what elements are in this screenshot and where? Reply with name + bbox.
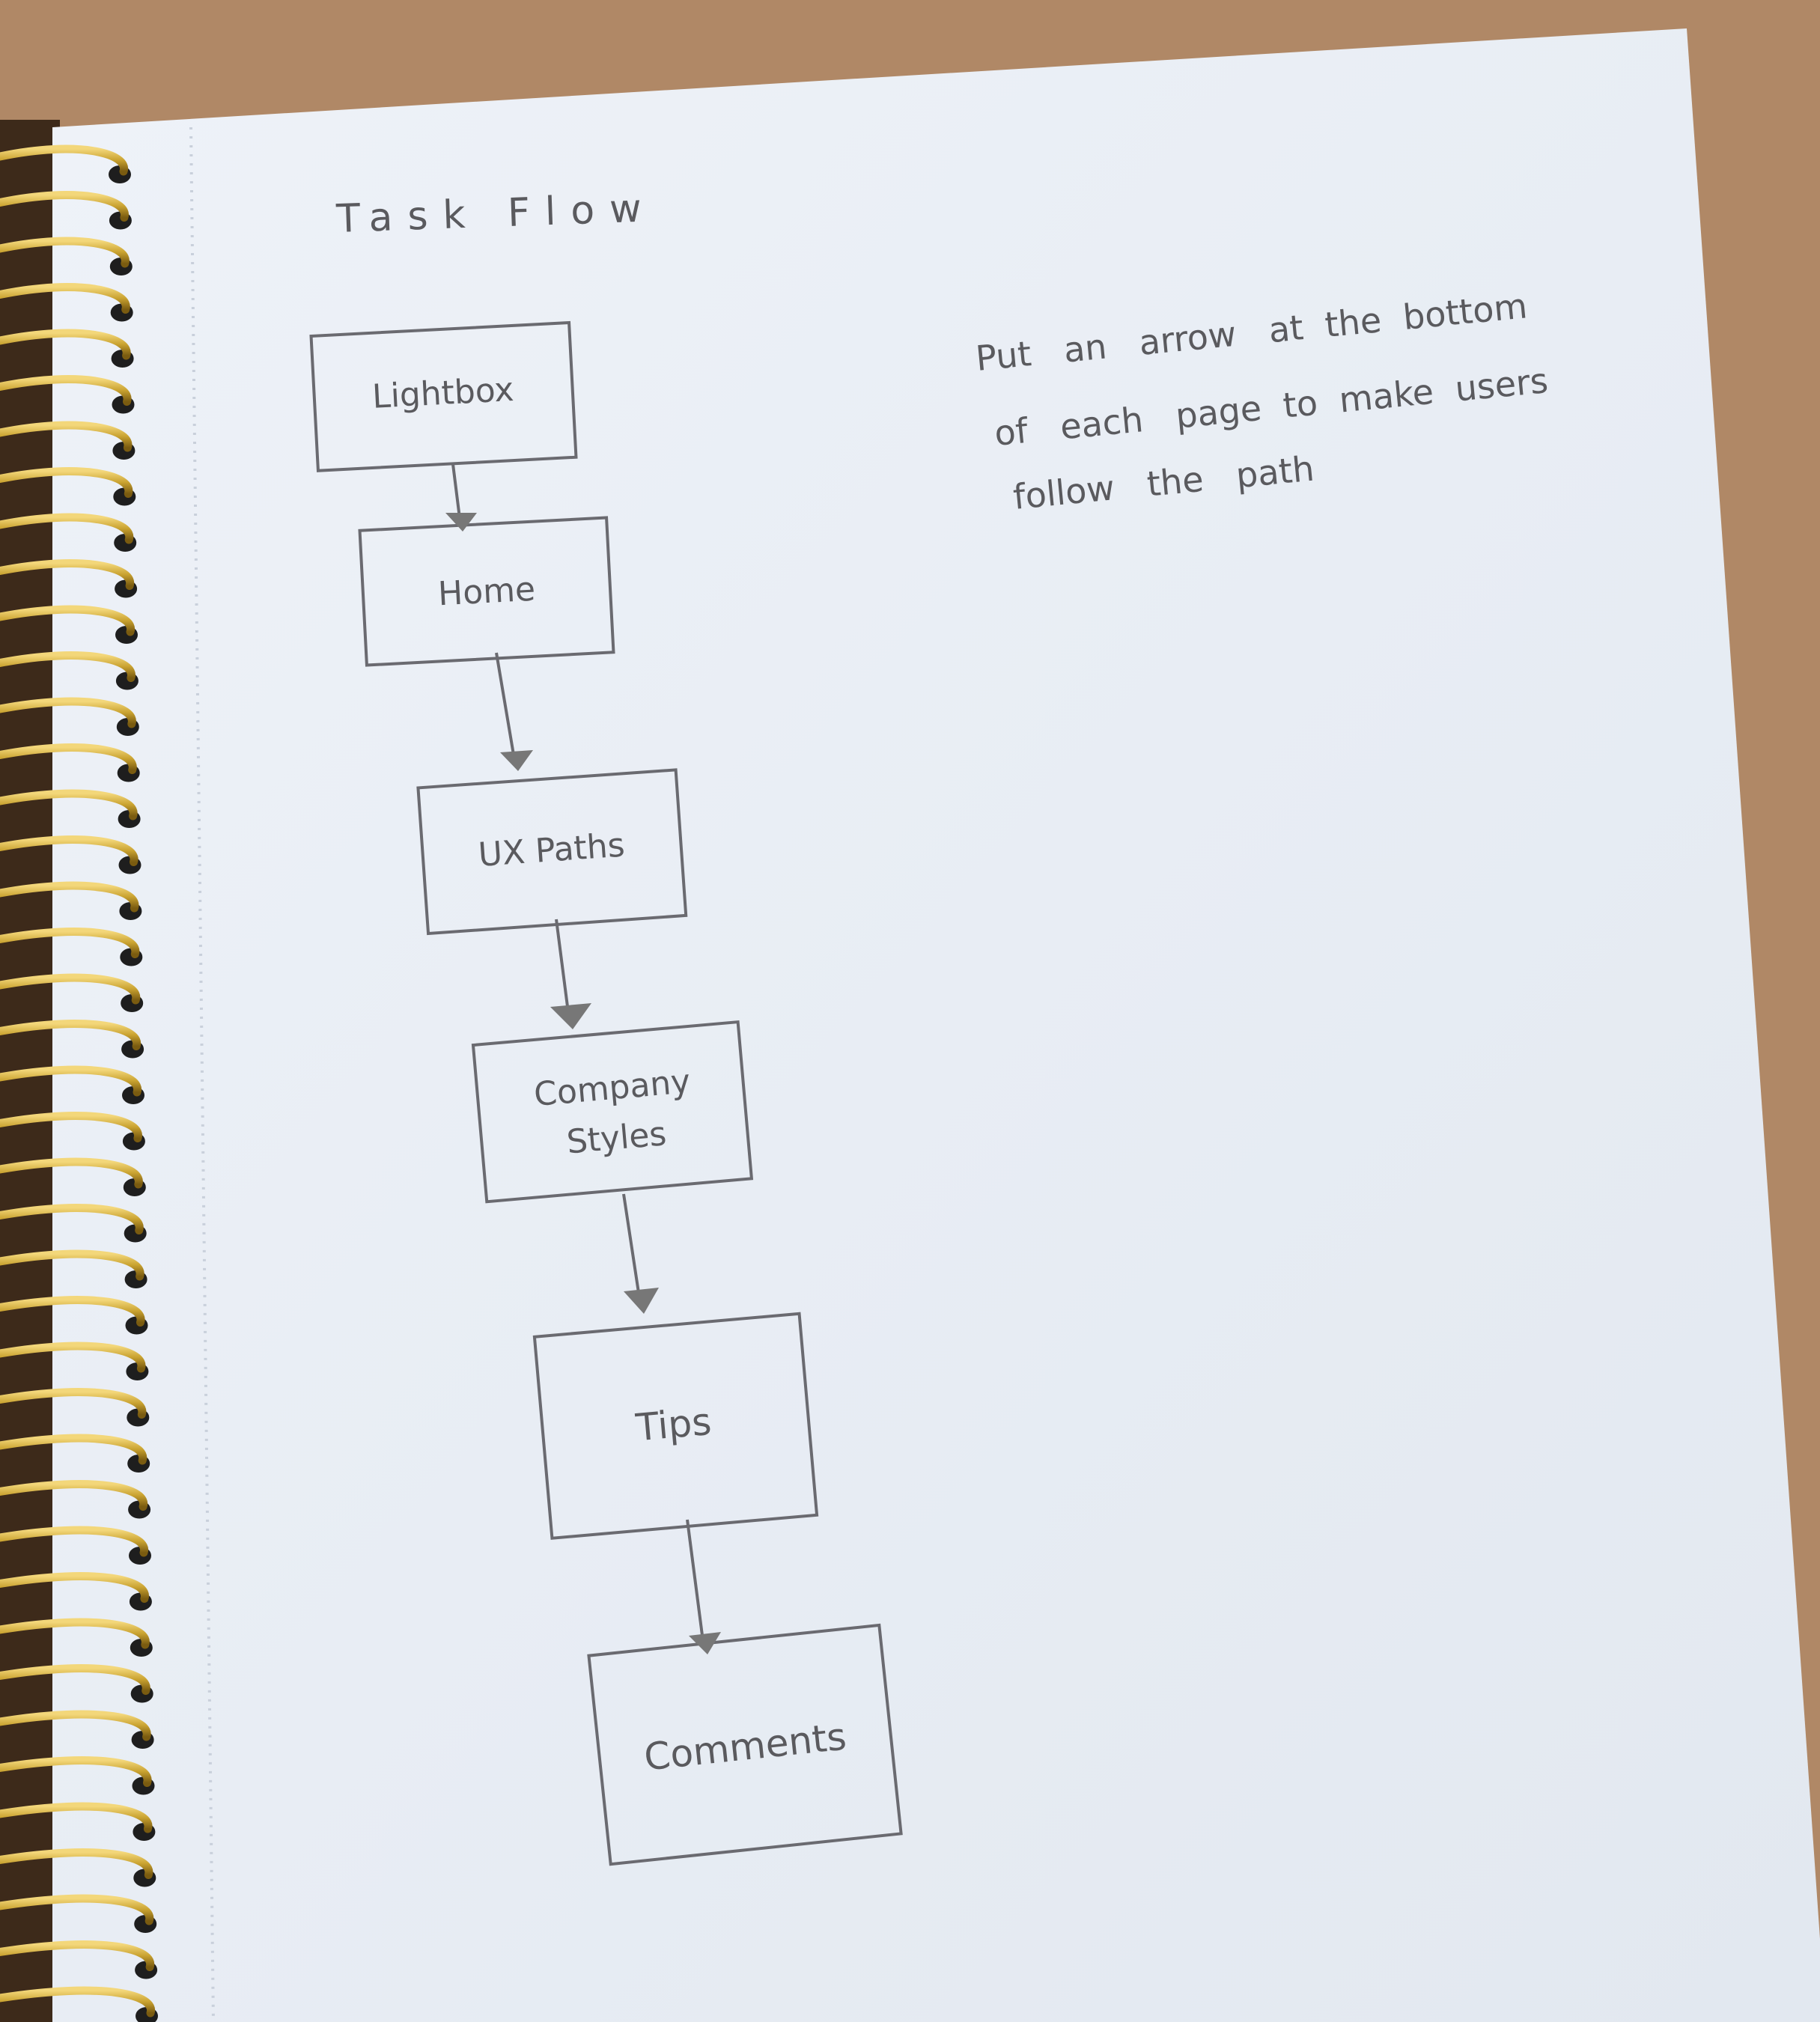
page-title: Task Flow (335, 186, 657, 242)
flow-step-label-line-2: Styles (565, 1115, 668, 1161)
notebook-page (52, 28, 1820, 2022)
spiral-coil (0, 1894, 154, 1925)
spiral-coil (0, 1434, 147, 1465)
spiral-coil (0, 1848, 153, 1879)
flow-arrow-4 (622, 1193, 659, 1314)
flow-step-home: Home (358, 516, 615, 667)
spiral-coil (0, 605, 136, 636)
spiral-coil (0, 1204, 144, 1234)
spiral-coil (0, 1020, 141, 1050)
flow-step-lightbox: Lightbox (309, 320, 578, 472)
spiral-coil (0, 1618, 150, 1649)
spiral-coil (0, 559, 135, 590)
spiral-coil (0, 1249, 144, 1281)
spiral-coil (0, 1296, 145, 1327)
spiral-coil (0, 237, 130, 268)
spiral-coil (0, 1065, 142, 1097)
spiral-coil (0, 1940, 155, 1971)
flow-step-box (532, 1312, 819, 1540)
spiral-coil (0, 513, 134, 544)
flow-step-box (587, 1623, 903, 1866)
perforation-line (189, 127, 215, 2022)
spiral-coil (0, 1756, 152, 1787)
flow-step-box (309, 320, 578, 472)
spiral-coil (0, 973, 141, 1005)
flow-step-tips: Tips (532, 1312, 819, 1540)
spiral-coil (0, 651, 136, 682)
spiral-coil (0, 375, 132, 406)
flow-step-box (358, 516, 615, 667)
spiral-coil (0, 191, 129, 222)
flow-arrow-3 (550, 919, 591, 1029)
flow-arrow-1 (445, 463, 477, 532)
flow-arrow-5 (686, 1519, 721, 1654)
spiral-coil (0, 1157, 143, 1189)
spiral-coil (0, 283, 130, 314)
flow-step-box (471, 1020, 754, 1204)
spiral-coil (0, 1112, 142, 1142)
spiral-coil (0, 1572, 149, 1603)
flow-step-label: Tips (633, 1400, 713, 1450)
spiral-coil (0, 329, 131, 360)
spiral-coil (0, 743, 137, 774)
spiral-binding (0, 144, 158, 2022)
spiral-coil (0, 1480, 148, 1511)
spiral-coil (0, 789, 138, 820)
spiral-coil (0, 881, 139, 913)
spiral-coil (0, 1388, 147, 1419)
spiral-coil (0, 1526, 149, 1557)
spiral-coil (0, 1664, 150, 1695)
spiral-coil (0, 1986, 156, 2018)
spiral-coil (0, 835, 139, 866)
spiral-coil (0, 467, 133, 498)
flow-arrow-2 (495, 652, 533, 771)
spiral-coil (0, 928, 140, 958)
spiral-coil (0, 144, 129, 176)
spiral-coil (0, 1802, 153, 1833)
spiral-coil (0, 697, 136, 728)
spiral-coil (0, 421, 133, 452)
spiral-coil (0, 1342, 146, 1373)
flow-step-label: Lightbox (371, 371, 515, 416)
spiral-coil (0, 1710, 151, 1741)
flow-step-label: Home (437, 570, 536, 614)
